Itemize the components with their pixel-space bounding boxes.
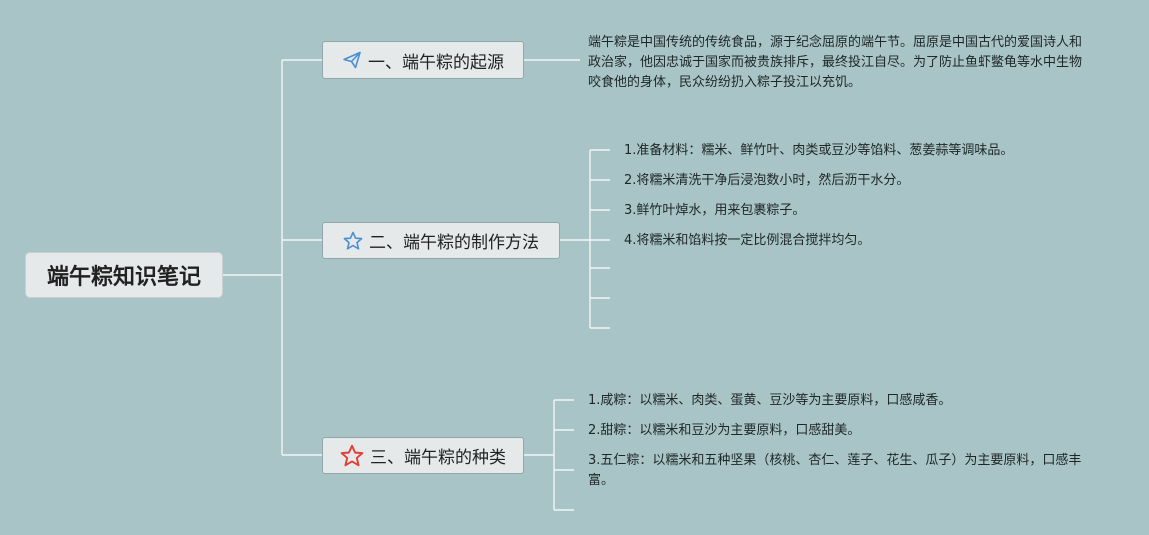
types-item-2: 2.甜粽：以糯米和豆沙为主要原料，口感甜美。	[588, 423, 861, 438]
branch-method-label: 二、端午粽的制作方法	[369, 233, 539, 253]
method-step-3: 3.鲜竹叶焯水，用来包裹粽子。	[624, 203, 806, 218]
star-outline-icon	[340, 444, 364, 466]
types-item-3: 3.五仁粽：以糯米和五种坚果（核桃、杏仁、莲子、花生、瓜子）为主要原料，口感丰富…	[588, 453, 1082, 488]
root-node[interactable]: 端午粽知识笔记	[25, 252, 223, 298]
origin-description: 端午粽是中国传统的传统食品，源于纪念屈原的端午节。屈原是中国古代的爱国诗人和政治…	[588, 35, 1083, 90]
paper-plane-icon	[343, 51, 361, 69]
branch-origin-label: 一、端午粽的起源	[368, 52, 504, 73]
method-step-1: 1.准备材料：糯米、鲜竹叶、肉类或豆沙等馅料、葱姜蒜等调味品。	[624, 143, 1014, 158]
star-outline-icon	[343, 231, 363, 250]
root-title: 端午粽知识笔记	[46, 265, 201, 290]
method-step-2: 2.将糯米清洗干净后浸泡数小时，然后沥干水分。	[624, 173, 910, 188]
branch-types-label: 三、端午粽的种类	[370, 448, 506, 468]
branch-origin-node[interactable]: 一、端午粽的起源	[322, 41, 524, 79]
branch-types-node[interactable]: 三、端午粽的种类	[322, 437, 524, 474]
branch-method-node[interactable]: 二、端午粽的制作方法	[322, 222, 560, 259]
types-item-1: 1.咸粽：以糯米、肉类、蛋黄、豆沙等为主要原料，口感咸香。	[588, 393, 952, 408]
method-step-4: 4.将糯米和馅料按一定比例混合搅拌均匀。	[624, 233, 871, 248]
